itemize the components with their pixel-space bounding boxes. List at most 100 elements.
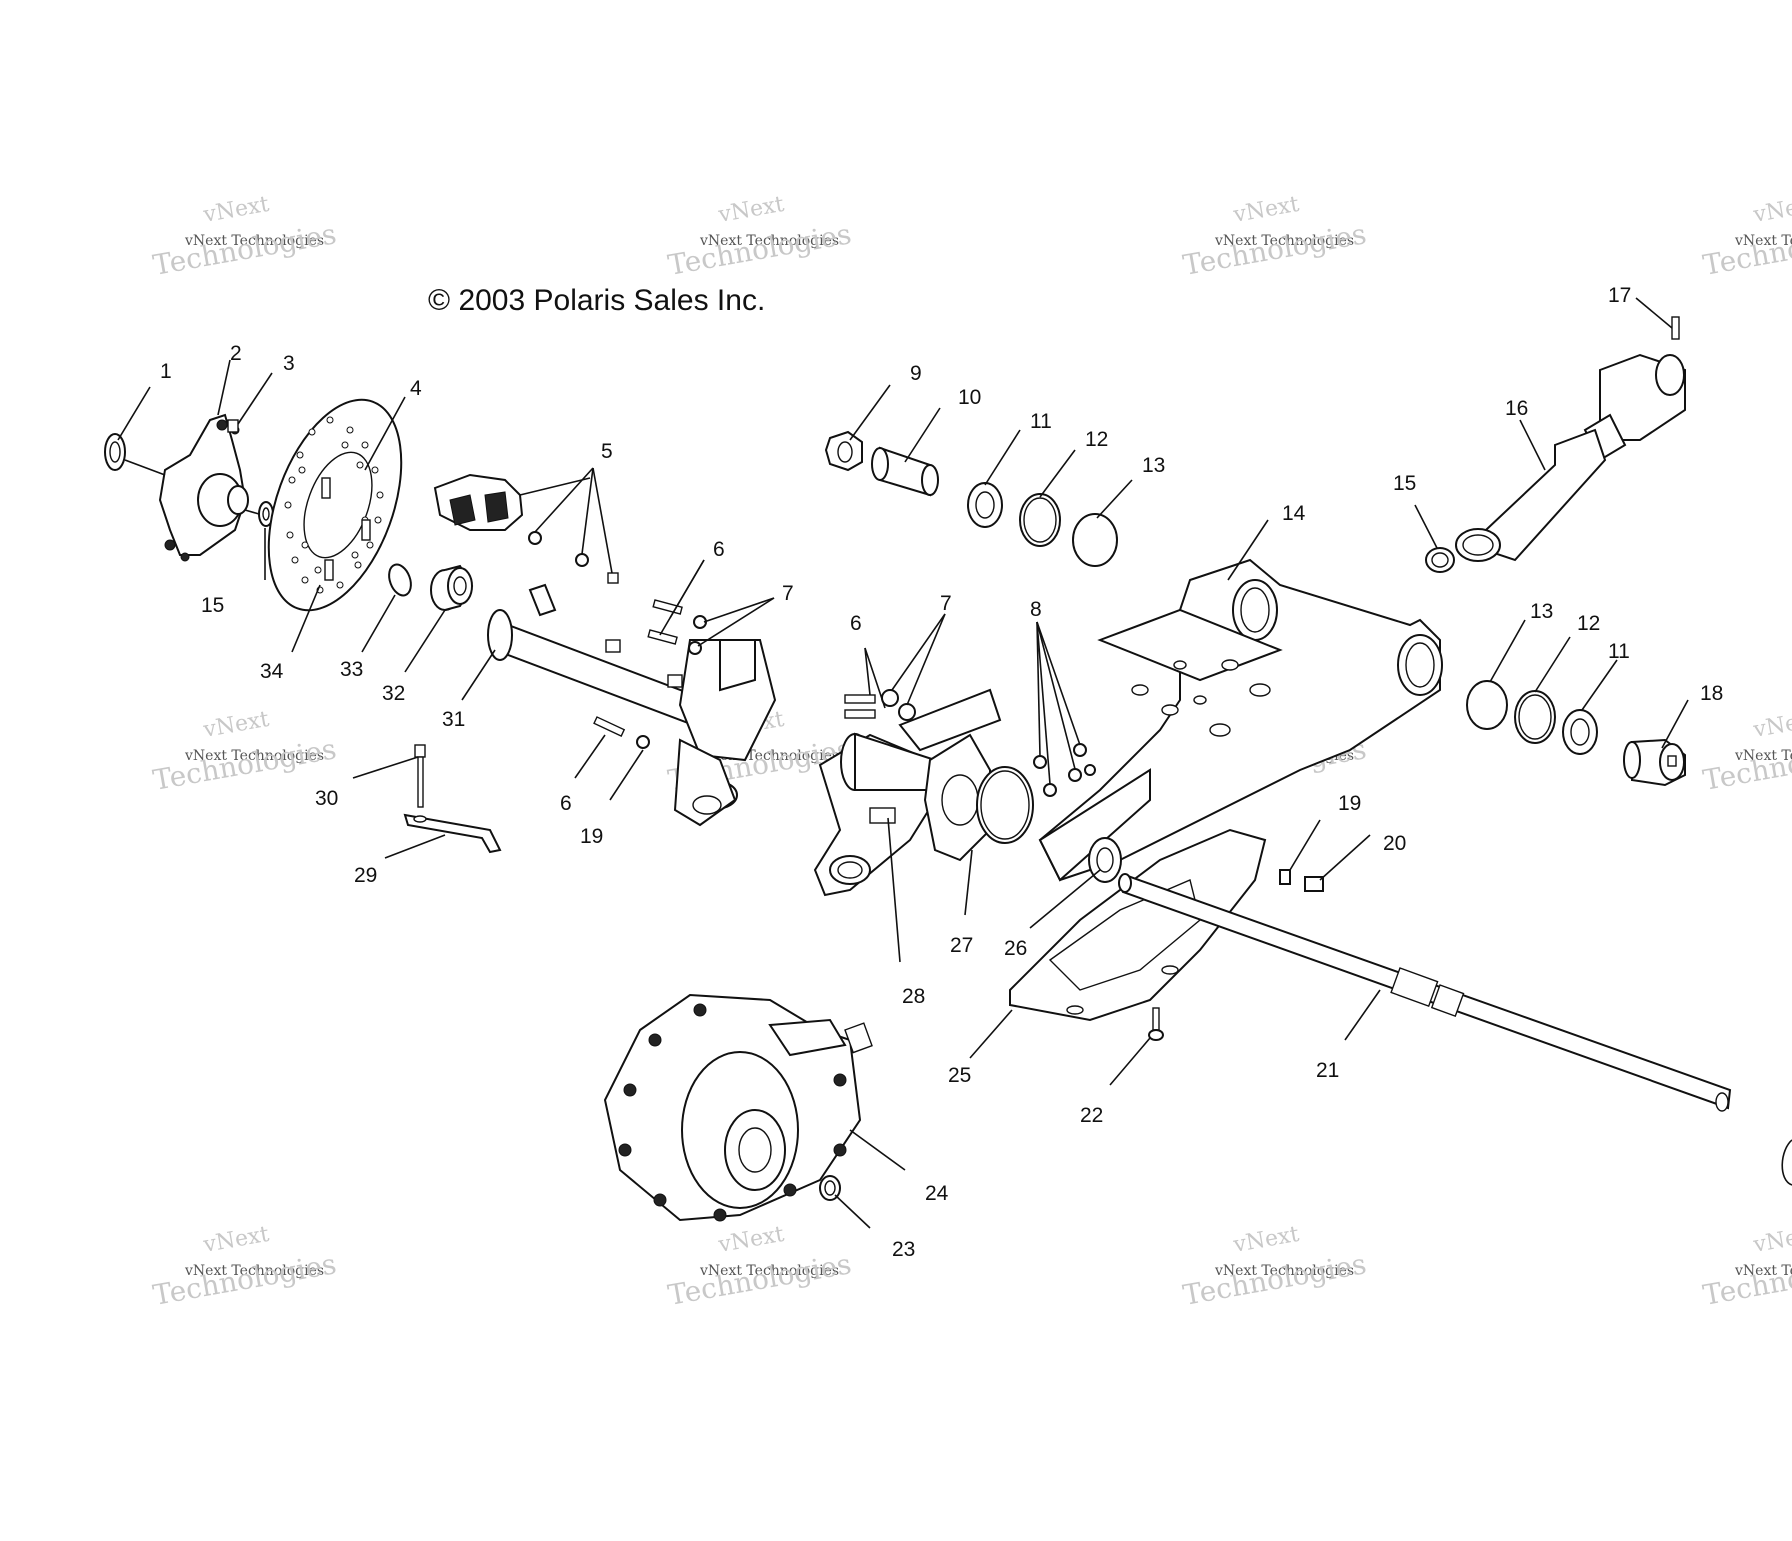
part-ring-12-left (1019, 493, 1061, 547)
leader-20 (1319, 834, 1371, 881)
leader-3 (237, 372, 273, 425)
part-stud-3 (227, 419, 239, 433)
callout-7b: 7 (940, 592, 952, 615)
watermark-line1: vNext (716, 192, 786, 228)
watermark: vNext vNext Technologies Technologies (665, 192, 853, 282)
leader-6b-1 (864, 647, 871, 696)
part-bracket-29 (403, 813, 502, 854)
part-cap-13-left (1072, 513, 1118, 567)
leader-5a (534, 467, 594, 533)
part-bearing-carrier-28 (813, 688, 1002, 897)
leader-26 (1029, 869, 1101, 929)
leader-19a (609, 749, 644, 801)
watermark-line2: vNext Technologies (1214, 233, 1354, 249)
watermark-line3: Technologies (1180, 1247, 1368, 1312)
part-gasket-27 (923, 733, 991, 862)
callout-labels: 1 2 3 4 5 6 6 6 7 7 8 9 10 11 11 12 12 1… (160, 284, 1723, 1261)
watermark-line2: vNext Technologies (1214, 1263, 1354, 1279)
leader-7b-2 (906, 613, 946, 706)
watermark-line3: Technologies (665, 217, 853, 282)
watermark-line3: Technologies (1700, 1247, 1792, 1312)
part-axle-housing-31 (487, 583, 777, 827)
part-pin-17 (1671, 316, 1680, 340)
part-snap-ring-33 (388, 563, 412, 597)
callout-22: 22 (1080, 1104, 1103, 1127)
watermark-line3: Technologies (1700, 217, 1792, 282)
leader-7a-2 (697, 597, 775, 647)
part-ring-12-right (1514, 690, 1556, 744)
leader-6c (574, 734, 606, 779)
callout-16: 16 (1505, 397, 1528, 420)
leader-1 (117, 386, 151, 441)
leader-19b (1289, 819, 1321, 871)
leader-28 (887, 817, 901, 963)
leader-10 (904, 407, 941, 463)
callout-21: 21 (1316, 1059, 1339, 1082)
callout-3: 3 (283, 352, 295, 375)
watermark-line3: Technologies (150, 1247, 338, 1312)
callout-1: 1 (160, 360, 172, 383)
watermark: vNext vNext Technologies Technologies (1700, 192, 1792, 282)
callout-11b: 11 (1608, 640, 1630, 663)
watermark: vNext vNext Technologies Technologies (665, 1222, 853, 1312)
leader-6b-2 (864, 647, 886, 709)
callout-31: 31 (442, 708, 465, 731)
part-shaft-21 (1118, 873, 1732, 1112)
part-swing-arm-14 (1038, 558, 1443, 883)
callout-20: 20 (1383, 832, 1406, 855)
callout-32: 32 (382, 682, 405, 705)
watermark-line3: Technologies (1700, 732, 1792, 797)
watermark-line1: vNext (1231, 1222, 1301, 1258)
watermark-line2: vNext Technologies (1734, 1263, 1792, 1279)
part-hub (124, 413, 249, 562)
part-washer-15-left (244, 501, 274, 527)
watermark: vNext vNext Technologies Technologies (150, 707, 338, 797)
leader-27 (964, 849, 973, 916)
callout-9: 9 (910, 362, 922, 385)
watermark-line1: vNext (716, 1222, 786, 1258)
callout-12b: 12 (1577, 612, 1600, 635)
part-screw-22 (1148, 1007, 1164, 1041)
watermark: vNext vNext Technologies Technologies (1180, 1222, 1368, 1312)
part-cap-13-right (1466, 680, 1508, 730)
leader-34 (291, 584, 321, 653)
callout-13b: 13 (1530, 600, 1553, 623)
leader-29 (384, 834, 446, 859)
leader-14 (1227, 519, 1269, 581)
part-hardware-5 (528, 531, 619, 584)
callout-18: 18 (1700, 682, 1723, 705)
leader-5c (592, 467, 613, 574)
watermark-line1: vNext (1751, 192, 1792, 228)
leader-31 (461, 649, 496, 701)
watermark: vNext vNext Technologies Technologies (150, 1222, 338, 1312)
leader-7b-1 (891, 613, 946, 691)
leader-18 (1661, 699, 1689, 749)
leader-6a-2 (659, 559, 705, 636)
leader-16 (1519, 419, 1546, 471)
callout-5: 5 (601, 440, 613, 463)
part-edge-fragment (1781, 1139, 1792, 1186)
callout-6a: 6 (713, 538, 725, 561)
callout-19b: 19 (1338, 792, 1361, 815)
watermark-line3: Technologies (665, 1247, 853, 1312)
leader-12a (1039, 449, 1076, 498)
leader-8d (1036, 621, 1081, 746)
callout-25: 25 (948, 1064, 971, 1087)
callout-24: 24 (925, 1182, 949, 1205)
callout-28: 28 (902, 985, 925, 1008)
part-hardware-6-7-right (844, 689, 916, 721)
callout-7a: 7 (782, 582, 794, 605)
leader-lines (117, 297, 1689, 1229)
leader-24 (849, 1129, 906, 1171)
part-washer-1 (104, 433, 126, 471)
watermark: vNext vNext Technologies Technologies (1180, 192, 1368, 282)
callout-34: 34 (260, 660, 284, 683)
watermark-line1: vNext (201, 192, 271, 228)
callout-12a: 12 (1085, 428, 1108, 451)
part-plug-18 (1623, 738, 1686, 787)
callout-13a: 13 (1142, 454, 1165, 477)
part-o-ring-26 (976, 766, 1034, 844)
callout-2: 2 (230, 342, 242, 365)
